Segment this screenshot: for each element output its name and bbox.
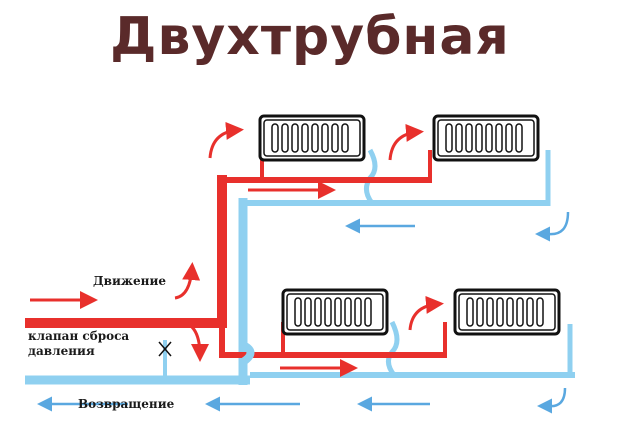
radiator-top-right xyxy=(432,114,540,162)
valve-label-line1: клапан сброса xyxy=(28,329,129,343)
flow-arrow-icon xyxy=(208,121,244,159)
return-pipes xyxy=(25,148,575,385)
valve-label-line2: давления xyxy=(28,344,95,358)
radiator-bottom-right xyxy=(453,288,561,336)
radiator-top-left xyxy=(258,114,366,162)
return-arrow-icon xyxy=(537,387,567,414)
supply-arrows xyxy=(30,121,444,377)
flow-label: Движение xyxy=(93,274,166,288)
radiator-fins xyxy=(445,123,523,153)
radiator-fins xyxy=(466,297,544,327)
diagram-title: Двухтрубная xyxy=(110,7,510,67)
flow-arrow-icon xyxy=(174,262,201,300)
return-label: Возвращение xyxy=(78,397,175,411)
return-arrows xyxy=(37,211,570,414)
flow-arrow-icon xyxy=(408,295,444,331)
supply-pipes xyxy=(25,150,447,358)
valve-icon xyxy=(158,341,172,357)
return-arrow-icon xyxy=(535,211,570,242)
radiator-fins xyxy=(294,297,372,327)
pipe-crossings xyxy=(239,341,255,385)
radiator-fins xyxy=(271,123,349,153)
flow-arrow-icon xyxy=(181,320,209,362)
radiator-bottom-left xyxy=(281,288,389,336)
flow-arrow-icon xyxy=(388,123,424,161)
